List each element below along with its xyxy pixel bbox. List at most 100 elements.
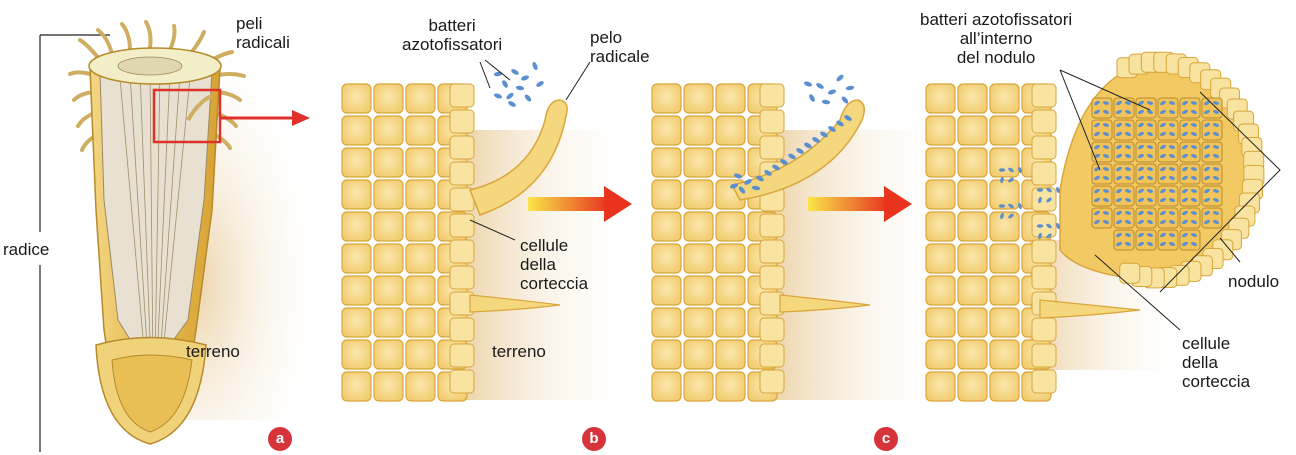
bacterium [535,80,544,88]
cortex-cell [374,212,403,241]
cortex-cell [684,276,713,305]
infected-cell [1180,164,1200,184]
cortex-cell [958,340,987,369]
bacterium [531,61,538,70]
infected-cell [1180,186,1200,206]
cortex-cell [958,244,987,273]
infected-cell [1180,98,1200,118]
cortex-cell [342,116,371,145]
infected-cell [1180,142,1200,162]
bacterium [821,99,830,105]
cortex-cell [926,84,955,113]
cortex-cell [958,372,987,401]
cortex-cell [990,148,1019,177]
bacterium [520,74,529,81]
infected-cell [1202,98,1222,118]
root-hair [122,24,130,50]
epidermis-cell [760,240,784,263]
cortex-cell [958,276,987,305]
label-terreno-a: terreno [186,342,240,361]
bacterium [808,93,816,102]
cortex-cell [684,148,713,177]
epidermis-cell [1032,188,1056,211]
cortex-cell [926,340,955,369]
infected-cell [1180,120,1200,140]
infected-cell [1114,120,1134,140]
cortex-cell [684,116,713,145]
panel-c-thread [652,74,950,401]
bacterium [493,71,502,77]
cortex-cell [406,308,435,337]
cortex-cell [716,308,745,337]
cortex-cell [684,372,713,401]
infected-cell [1136,186,1156,206]
infected-cell [1180,208,1200,228]
cortex-cell [958,212,987,241]
infected-cell [1092,208,1112,228]
cortex-cell [652,180,681,209]
infected-cell [1136,208,1156,228]
cortex-cell [342,276,371,305]
cortex-cell [716,148,745,177]
bacterium [515,85,524,91]
cortex-cell [342,372,371,401]
infected-cell [1092,186,1112,206]
epidermis-cell [1032,110,1056,133]
epidermis-cell [1032,318,1056,341]
epidermis-cell [760,344,784,367]
label-terreno-b: terreno [492,342,546,361]
cortex-cell [342,180,371,209]
cortex-cell [374,244,403,273]
cortex-cell [716,212,745,241]
infected-cell [1092,142,1112,162]
cortex-cell [342,308,371,337]
cortex-cell [374,84,403,113]
badge-c: c [874,427,898,451]
epidermis-cell [1032,84,1056,107]
bacteria-b [493,61,544,108]
cortex-cell [926,276,955,305]
infected-cell [1092,98,1112,118]
infected-cell [1158,142,1178,162]
infected-cell [1158,208,1178,228]
cortex-cell [684,244,713,273]
epidermis-cell [450,266,474,289]
cortex-cell [406,244,435,273]
epidermis-cell [450,344,474,367]
cortex-cell [958,308,987,337]
cortex-cell [406,372,435,401]
cortex-cell [716,244,745,273]
cortex-cell [374,308,403,337]
infected-cell [1158,186,1178,206]
cortex-cell [374,116,403,145]
label-cellule-b: celluledellacorteccia [520,236,588,293]
infected-cell [1202,142,1222,162]
cortex-cell [716,340,745,369]
root-hair [170,26,175,50]
bacterium [999,168,1005,171]
label-pelo-radicale: peloradicale [590,28,650,66]
infected-cell [1114,164,1134,184]
epidermis-cell [760,84,784,107]
cortex-cell [684,340,713,369]
epidermis-cell [1032,370,1056,393]
cortex-cell [652,212,681,241]
cortex-cell [716,116,745,145]
epidermis-cell [1032,344,1056,367]
cortex-cell [342,84,371,113]
infected-cell [1202,208,1222,228]
infected-cell [1114,230,1134,250]
cortex-cell [990,180,1019,209]
infected-cell [1158,164,1178,184]
cortex-cell [990,308,1019,337]
cortex-cell [342,340,371,369]
cortex-cell [652,308,681,337]
cortex-cell [652,116,681,145]
cortex-cell [958,180,987,209]
epidermis-cell [760,318,784,341]
cortex-cell [374,276,403,305]
label-radice: radice [3,240,49,259]
bacterium [505,92,514,101]
cortex-cell [652,372,681,401]
